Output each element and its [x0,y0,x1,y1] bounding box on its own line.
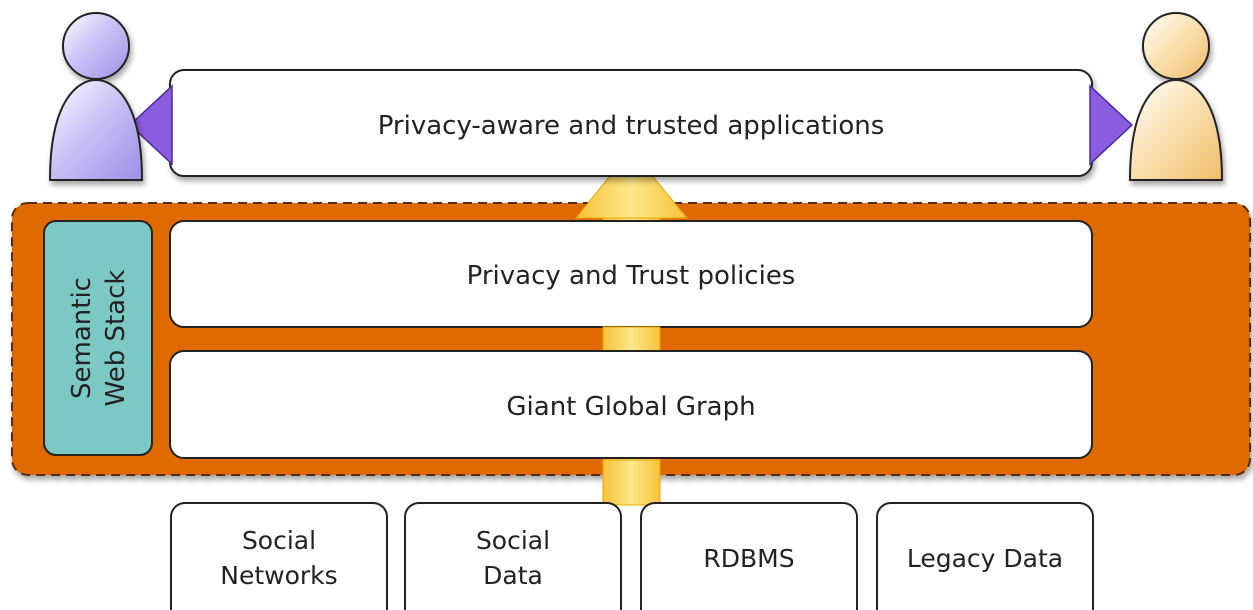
source-legacy-data-label: Legacy Data [907,544,1063,573]
giant-global-graph-label: Giant Global Graph [506,392,755,422]
right-user-pointer [1089,84,1134,166]
stack-label-line2: Web Stack [101,270,131,407]
arrow-segment-between-layers [602,326,661,352]
semantic-web-stack-label-box: Semantic Web Stack [43,220,153,456]
source-rdbms: RDBMS [640,502,858,610]
applications-layer: Privacy-aware and trusted applications [169,69,1093,177]
policies-layer-label: Privacy and Trust policies [467,261,796,291]
source-social-networks: Social Networks [170,502,388,610]
left-user-pointer [128,84,173,166]
arrow-segment-from-sources [602,459,661,506]
applications-layer-label: Privacy-aware and trusted applications [378,111,885,141]
source-legacy-data: Legacy Data [876,502,1094,610]
policies-layer: Privacy and Trust policies [169,220,1093,328]
source-rdbms-label: RDBMS [703,544,794,573]
source-social-data-line2: Data [483,561,543,590]
stack-label-line1: Semantic [67,277,97,399]
source-social-networks-line2: Networks [220,561,337,590]
giant-global-graph-layer: Giant Global Graph [169,350,1093,459]
source-social-data: Social Data [404,502,622,610]
right-user-icon [1128,12,1224,181]
left-user-icon [48,12,144,181]
source-social-data-line1: Social [476,526,550,555]
source-social-networks-line1: Social [242,526,316,555]
